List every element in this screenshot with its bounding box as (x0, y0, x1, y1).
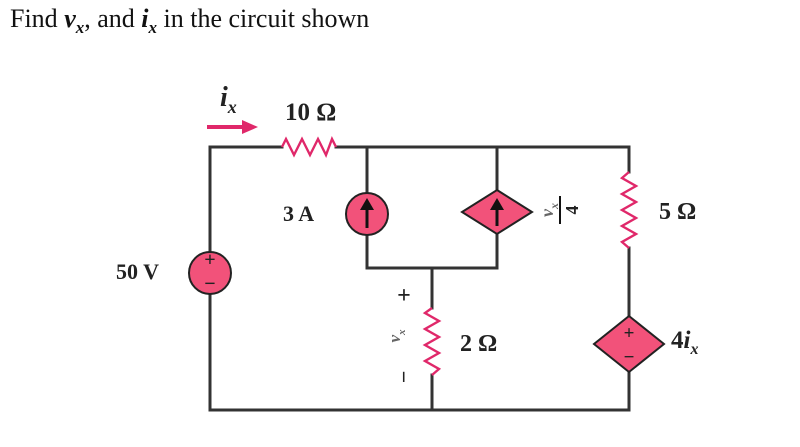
frac-num: vx (537, 203, 561, 217)
dvs-plus-sign: + (624, 323, 635, 344)
label-10ohm: 10 Ω (285, 99, 336, 126)
ix-symbol: ix (141, 4, 157, 37)
svg-text:−: − (391, 371, 416, 384)
vs-plus-sign: + (204, 249, 215, 271)
ix-label-subscript: x (227, 97, 237, 117)
frac-num-subscript: x (547, 203, 561, 210)
label-50v: 50 V (116, 259, 159, 284)
dvs-letter: i (684, 327, 691, 354)
dependent-voltage-source: + − (592, 314, 666, 374)
label-ix: ix (220, 82, 237, 117)
svg-text:vx: vx (385, 329, 408, 343)
ix-arrow-icon (207, 120, 258, 134)
current-source-3a (345, 192, 389, 236)
frac-den: 4 (562, 206, 582, 215)
dependent-current-source (460, 188, 534, 236)
resistor-5ohm (619, 171, 639, 249)
vx-subscript: x (75, 18, 85, 38)
ix-letter: i (141, 4, 149, 33)
label-3a: 3 A (283, 201, 314, 226)
problem-statement: Find vx, and ix in the circuit shown (10, 4, 369, 38)
vx-label-letter: v (385, 335, 404, 343)
vx-minus-sign: − (391, 371, 416, 384)
frac-num-letter: v (537, 208, 557, 217)
vx-plus-sign: + (397, 283, 411, 309)
label-vx: vx (385, 329, 408, 343)
label-5ohm: 5 Ω (659, 199, 696, 225)
voltage-source-50v: + − (188, 249, 232, 295)
ix-label-letter: i (220, 82, 228, 113)
vx-symbol: vx (64, 4, 84, 37)
label-2ohm: 2 Ω (460, 331, 497, 357)
prompt-suffix: in the circuit shown (157, 4, 370, 33)
resistor-10ohm (280, 136, 338, 158)
prompt-prefix: Find (10, 4, 65, 33)
ix-subscript: x (148, 18, 158, 38)
wires (208, 145, 631, 412)
dvs-coef: 4 (671, 327, 684, 354)
dvs-subscript: x (689, 341, 698, 358)
vx-label-subscript: x (396, 329, 408, 336)
prompt-mid: , and (84, 4, 142, 33)
label-4ix: 4ix (671, 327, 698, 358)
dvs-minus-sign: − (624, 347, 635, 368)
vs-minus-sign: − (204, 273, 215, 295)
resistor-2ohm (422, 307, 442, 376)
vx-letter: v (64, 4, 76, 33)
label-vx-over-4: vx 4 (537, 196, 582, 224)
